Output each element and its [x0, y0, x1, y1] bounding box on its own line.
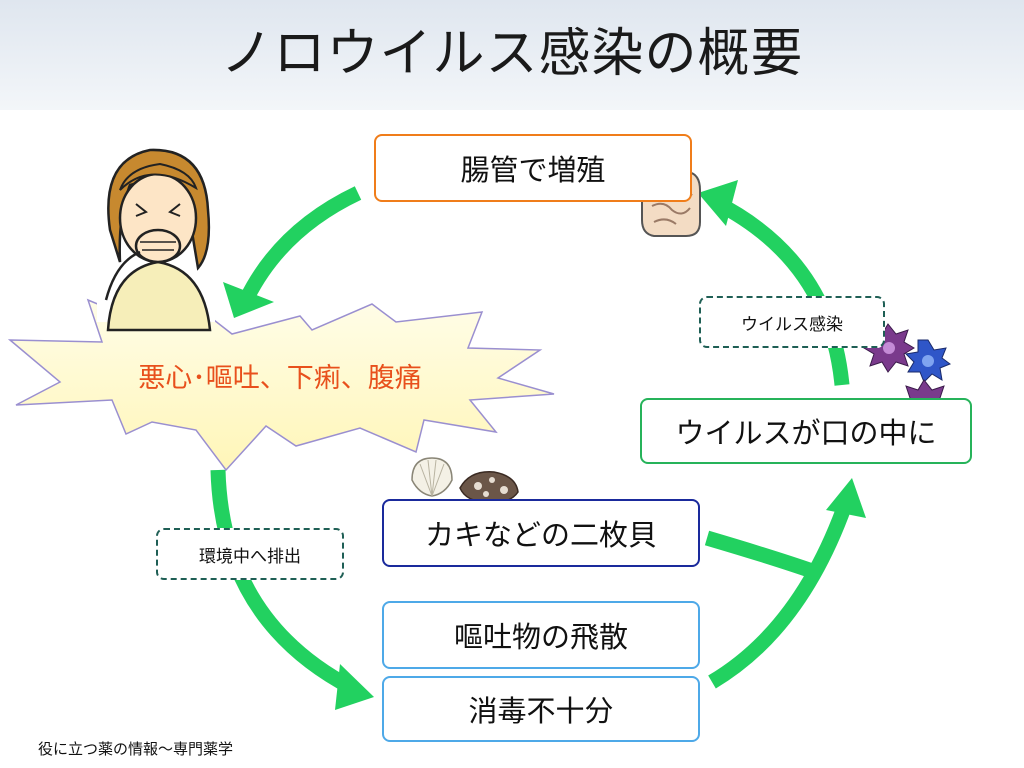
- label-virus-infection: ウイルス感染: [699, 296, 885, 348]
- arrowhead-mouth: [826, 478, 866, 518]
- arrow-to-symptoms: [239, 186, 362, 304]
- oyster-icon: [459, 471, 519, 504]
- scallop-shell-icon: [411, 457, 453, 497]
- arrow-shellfish-to-mouth: [704, 530, 818, 580]
- virus-icon-2: [904, 339, 952, 383]
- symptom-burst: [7, 298, 555, 472]
- node-intestine: 腸管で増殖: [374, 134, 692, 202]
- node-shellfish: カキなどの二枚貝: [382, 499, 700, 567]
- title-bar: [0, 0, 1024, 110]
- cycle-arrows: [210, 186, 853, 695]
- arrowhead-environment: [335, 664, 374, 710]
- sick-woman-icon: [97, 144, 215, 332]
- label-environment-excretion: 環境中へ排出: [156, 528, 344, 580]
- arrow-to-environment: [210, 469, 356, 695]
- page-title: ノロウイルス感染の概要: [220, 24, 804, 84]
- arrowhead-intestine: [698, 180, 738, 226]
- node-vomit-scatter: 嘔吐物の飛散: [382, 601, 700, 669]
- arrowhead-symptoms: [223, 282, 274, 318]
- arrow-disinfection-to-mouth: [708, 502, 853, 689]
- arrow-mouth-to-intestine: [711, 195, 850, 386]
- node-mouth: ウイルスが口の中に: [640, 398, 972, 464]
- footer-source: 役に立つ薬の情報～専門薬学: [38, 740, 234, 758]
- arrow-heads: [223, 180, 866, 710]
- node-disinfection: 消毒不十分: [382, 676, 700, 742]
- symptoms-text: 悪心･嘔吐、下痢、腹痛: [138, 363, 422, 394]
